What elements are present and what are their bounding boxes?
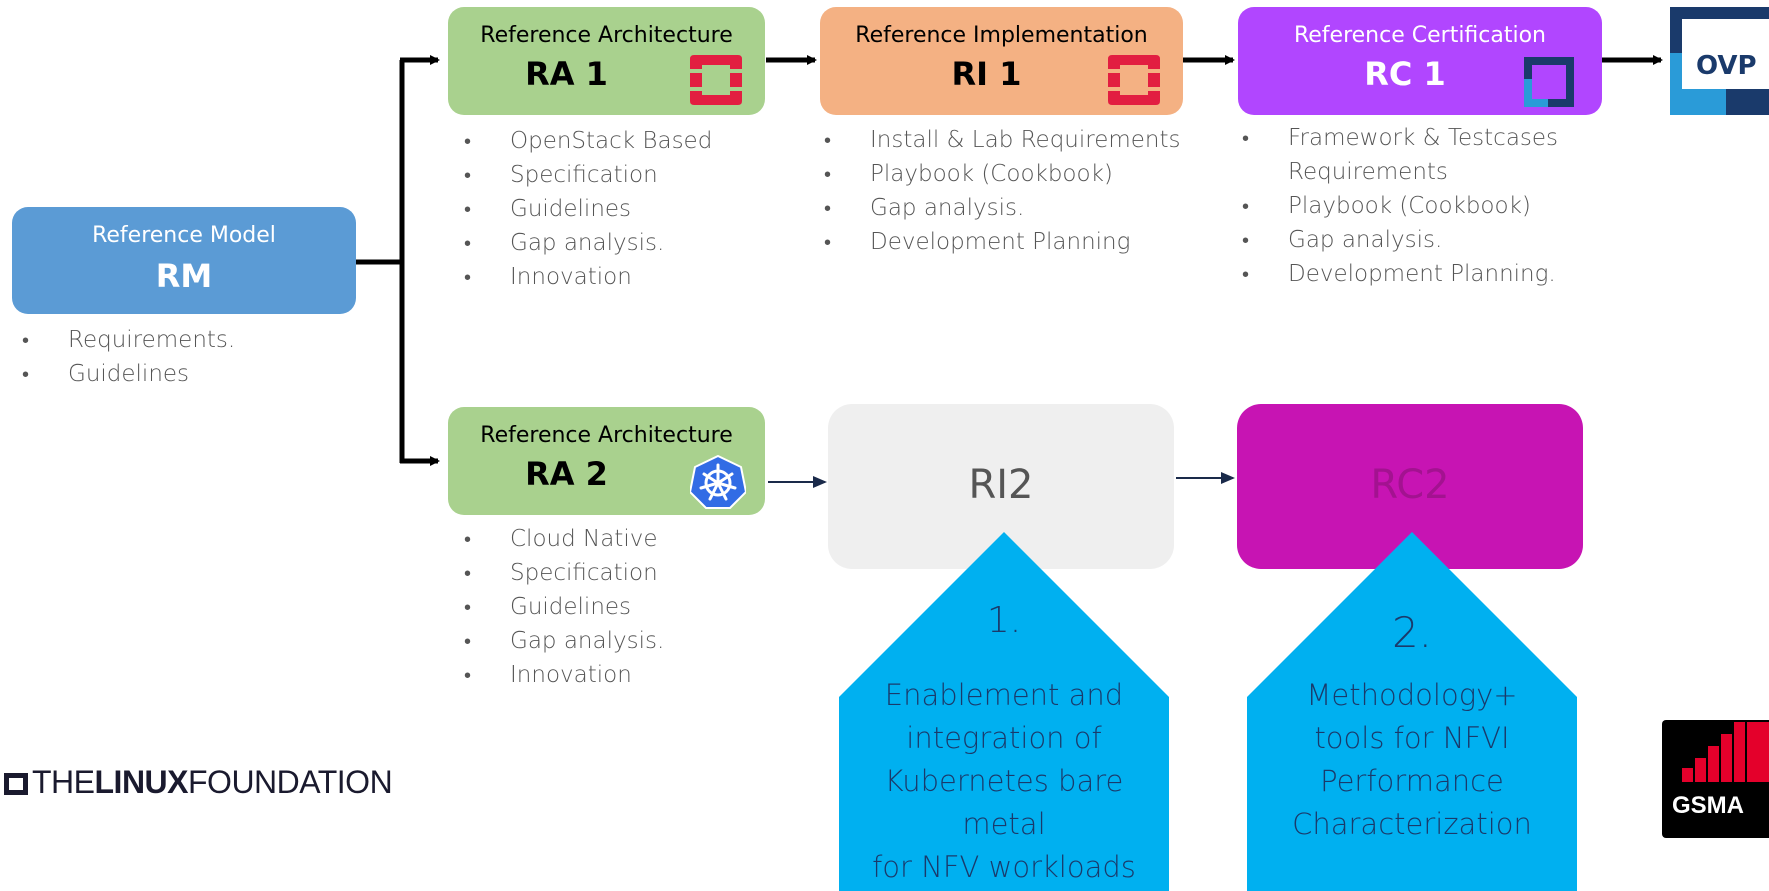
rm-title: RM [155,257,213,295]
reference-certification-1-box: Reference Certification RC 1 [1238,7,1602,115]
list-item: Gap analysis. [460,624,664,658]
callout-2-text: Methodology+ tools for NFVI Performance … [1247,674,1577,846]
list-item: Install & Lab Requirements [820,123,1181,157]
callout-1-line: Kubernetes bare metal [884,764,1124,841]
list-item: OpenStack Based [460,124,712,158]
callout-1-line: Enablement and [884,678,1124,712]
linux-foundation-suffix: FOUNDATION [188,764,393,800]
rc1-title: RC 1 [1364,55,1446,93]
ri2-label: RI2 [968,462,1034,508]
list-item: Innovation [460,260,712,294]
list-item: Playbook (Cookbook) [820,157,1181,191]
rm-branch-connector [356,60,405,463]
callout-2-line: Characterization [1292,807,1532,841]
linux-foundation-mark-icon [4,773,28,795]
reference-model-box: Reference Model RM [12,207,356,314]
list-item: Specification [460,158,712,192]
gsma-logo: GSMA [1662,720,1769,838]
list-item: Gap analysis. [1238,223,1588,257]
ovp-logo: OVP [1670,7,1769,115]
rc1-bullet-list: Framework & Testcases Requirements Playb… [1238,121,1588,291]
ri1-subtitle: Reference Implementation [855,23,1148,48]
list-item: Guidelines [460,192,712,226]
list-item: Gap analysis. [820,191,1181,225]
callout-1-line: for NFV workloads [872,850,1136,884]
list-item: Development Planning. [1238,257,1588,291]
list-item: Cloud Native [460,522,664,556]
openstack-icon [690,55,742,105]
callout-2-line: Methodology+ [1306,678,1518,712]
list-item: Development Planning [820,225,1181,259]
reference-implementation-1-box: Reference Implementation RI 1 [820,7,1183,115]
list-item: Innovation [460,658,664,692]
ra2-bullet-list: Cloud Native Specification Guidelines Ga… [460,522,664,692]
ra2-subtitle: Reference Architecture [480,423,733,448]
list-item: Guidelines [460,590,664,624]
callout-2: 2. Methodology+ tools for NFVI Performan… [1247,532,1577,891]
rm-subtitle: Reference Model [92,223,276,248]
list-item: Playbook (Cookbook) [1238,189,1588,223]
ra1-title: RA 1 [525,55,608,93]
callout-2-line: Performance [1320,764,1504,798]
list-item: Specification [460,556,664,590]
callout-1-line: integration of [906,721,1102,755]
list-item: Requirements. [18,323,235,357]
ra1-bullet-list: OpenStack Based Specification Guidelines… [460,124,712,294]
rc2-label: RC2 [1370,462,1450,508]
rc1-subtitle: Reference Certification [1293,23,1547,48]
ri1-bullet-list: Install & Lab Requirements Playbook (Coo… [820,123,1181,259]
ovp-label: OVP [1696,51,1757,81]
callout-1-text: Enablement and integration of Kubernetes… [839,674,1169,889]
rm-bullet-list: Requirements. Guidelines [18,323,235,391]
ra2-title: RA 2 [525,455,608,493]
ri1-title: RI 1 [951,55,1022,93]
gsma-bars-icon [1682,722,1769,782]
linux-foundation-prefix: THE [32,764,95,800]
callout-1-number: 1. [986,600,1022,641]
reference-architecture-1-box: Reference Architecture RA 1 [448,7,765,115]
linux-foundation-bold: LINUX [94,764,189,800]
kubernetes-icon [690,455,746,509]
callout-2-number: 2. [1391,608,1433,657]
openstack-icon [1108,55,1160,105]
linux-foundation-logo: THELINUXFOUNDATION [4,764,393,801]
callout-2-line: tools for NFVI [1314,721,1510,755]
list-item: Guidelines [18,357,235,391]
ra1-subtitle: Reference Architecture [480,23,733,48]
list-item: Gap analysis. [460,226,712,260]
gsma-label: GSMA [1672,792,1744,819]
certification-icon [1524,57,1574,107]
list-item: Framework & Testcases Requirements [1238,121,1588,189]
reference-architecture-2-box: Reference Architecture RA 2 [448,407,765,515]
callout-1: 1. Enablement and integration of Kuberne… [839,532,1169,891]
